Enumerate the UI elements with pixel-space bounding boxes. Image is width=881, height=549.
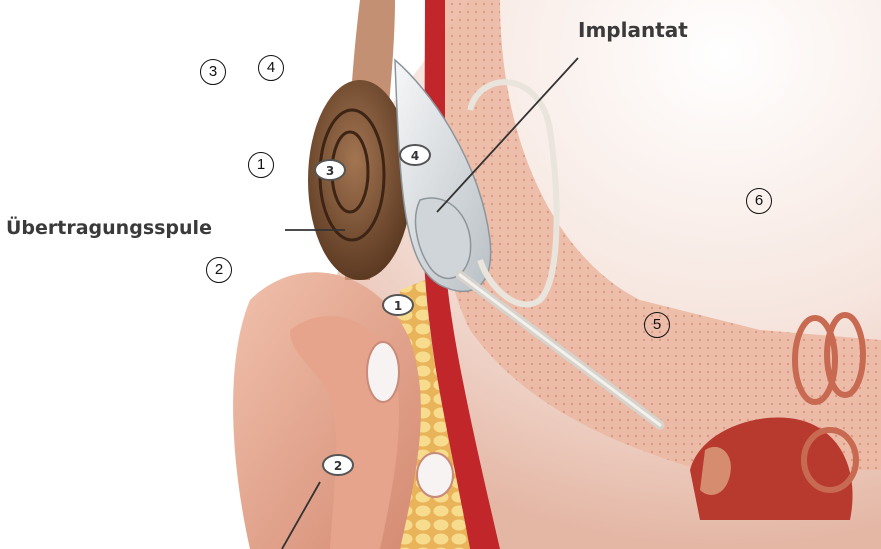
marker-2-badge: 2 — [323, 455, 353, 475]
implantat-label: Implantat — [578, 18, 688, 42]
ear-cartilage-lower — [417, 453, 453, 497]
plain-number-5: 5 — [644, 312, 670, 338]
marker-2-text: 2 — [334, 459, 342, 473]
plain-number-3: 3 — [200, 59, 226, 85]
marker-3-badge: 3 — [315, 160, 345, 180]
marker-4-text: 4 — [411, 149, 419, 163]
marker-4-badge: 4 — [400, 145, 430, 165]
ear-cartilage — [367, 342, 399, 402]
plain-number-4: 4 — [258, 55, 284, 81]
marker-1-badge: 1 — [383, 295, 413, 315]
marker-1-text: 1 — [394, 299, 402, 313]
plain-number-6: 6 — [746, 188, 772, 214]
uebertragungsspule-label: Übertragungsspule — [6, 217, 212, 239]
marker-3-text: 3 — [326, 164, 334, 178]
plain-number-1: 1 — [248, 152, 274, 178]
plain-number-2: 2 — [206, 257, 232, 283]
